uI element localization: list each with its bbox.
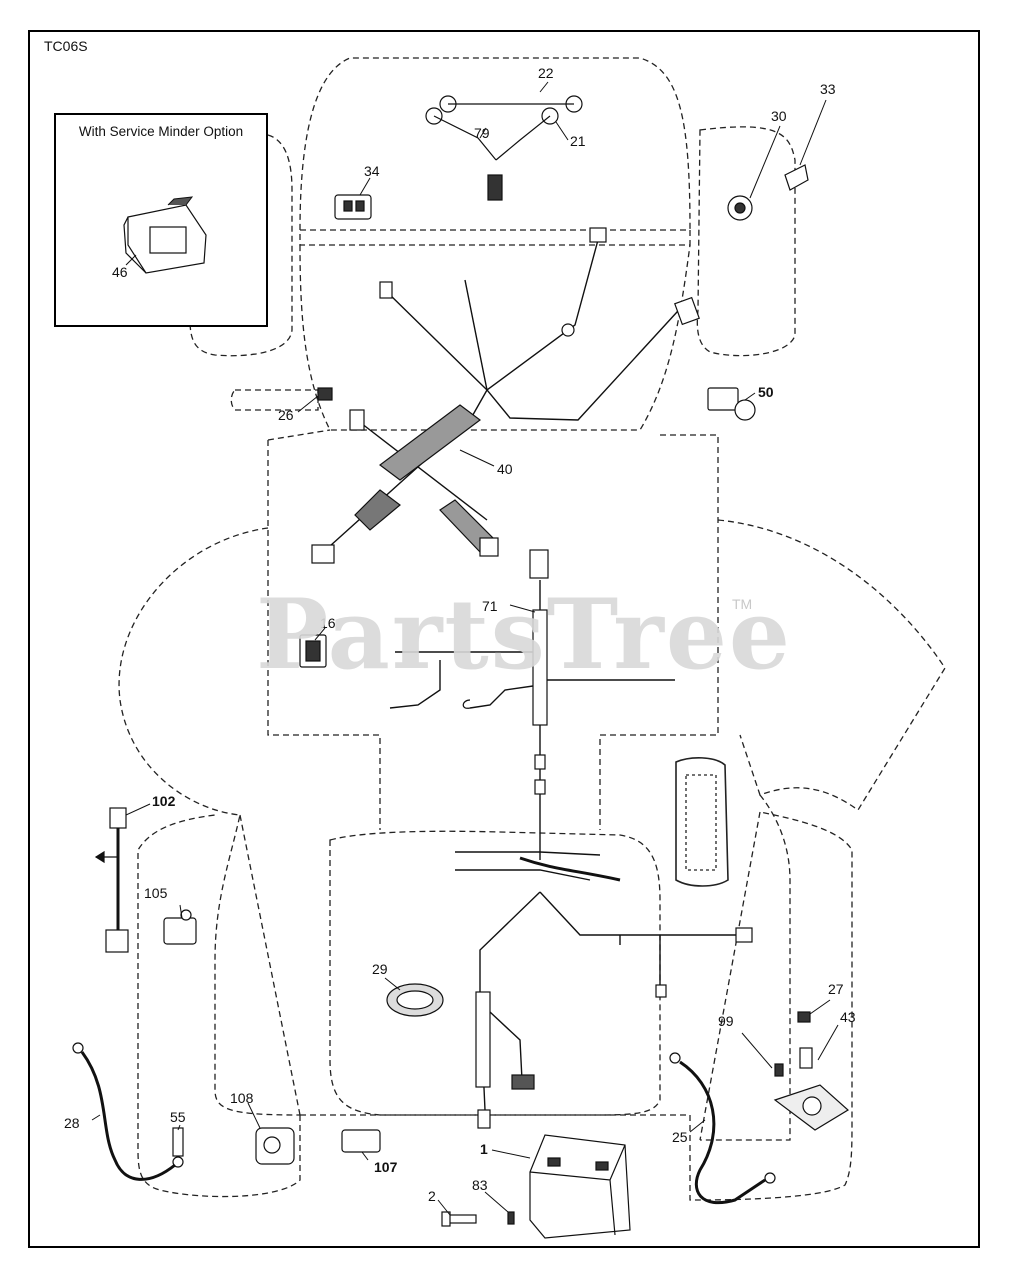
part-label-105: 105 — [144, 885, 168, 901]
fuse-holder-part-102 — [94, 807, 129, 953]
inset-title: With Service Minder Option — [78, 124, 244, 139]
part-label-16: 16 — [320, 615, 336, 631]
solenoid-part-108 — [255, 1127, 295, 1165]
battery-cable-part-25 — [669, 1052, 776, 1205]
part-label-26: 26 — [278, 407, 294, 423]
part-label-27: 27 — [828, 981, 844, 997]
part-label-22: 22 — [538, 65, 554, 81]
part-label-43: 43 — [840, 1009, 856, 1025]
part-label-107: 107 — [374, 1159, 398, 1175]
lower-harness-connectors — [475, 856, 753, 1129]
diagram-border — [28, 30, 980, 1248]
part-label-30: 30 — [771, 108, 787, 124]
relay-part-26 — [317, 387, 333, 401]
battery-cable-part-28 — [72, 1042, 184, 1181]
part-label-46: 46 — [112, 264, 128, 280]
service-minder-part: 46 — [112, 196, 207, 280]
bolt-part-2 — [441, 1211, 477, 1227]
part-label-79: 79 — [474, 125, 490, 141]
coil-part-29 — [386, 983, 444, 1017]
part-label-108: 108 — [230, 1090, 254, 1106]
diagram-code: TC06S — [44, 38, 88, 54]
part-labels: 22 79 21 34 30 33 50 26 40 71 16 102 105… — [64, 65, 856, 1204]
battery-part-1 — [529, 1134, 631, 1239]
part-label-21: 21 — [570, 133, 586, 149]
part-label-40: 40 — [497, 461, 513, 477]
part-label-83: 83 — [472, 1177, 488, 1193]
part-label-99: 99 — [718, 1013, 734, 1029]
part-label-102: 102 — [152, 793, 176, 809]
module-part-107 — [341, 1129, 381, 1153]
ignition-part-30 — [727, 195, 753, 221]
part-label-25: 25 — [672, 1129, 688, 1145]
part-label-33: 33 — [820, 81, 836, 97]
solenoid-part-105 — [163, 909, 197, 945]
switch-part-50 — [707, 387, 756, 421]
part-label-55: 55 — [170, 1109, 186, 1125]
part-label-1: 1 — [480, 1141, 488, 1157]
part-label-29: 29 — [372, 961, 388, 977]
watermark-tm: TM — [732, 596, 753, 612]
headlight-harness-part — [425, 95, 583, 201]
switch-part-34 — [334, 194, 372, 220]
tractor-outline — [118, 57, 946, 1201]
harness-part-71 — [462, 549, 549, 795]
part-label-28: 28 — [64, 1115, 80, 1131]
nut-part-83 — [507, 1211, 515, 1225]
watermark: PartsTree — [256, 578, 792, 691]
relay-part-16 — [299, 634, 327, 668]
engine-bracket-part-43 — [773, 1011, 850, 1131]
part-label-71: 71 — [482, 598, 498, 614]
part-label-34: 34 — [364, 163, 380, 179]
service-minder-inset: With Service Minder Option 46 — [54, 113, 268, 327]
harness-part-40 — [311, 227, 700, 564]
key-part-33 — [784, 164, 809, 191]
part-label-2: 2 — [428, 1188, 436, 1204]
bolt-part-55 — [172, 1127, 184, 1157]
part-label-50: 50 — [758, 384, 774, 400]
